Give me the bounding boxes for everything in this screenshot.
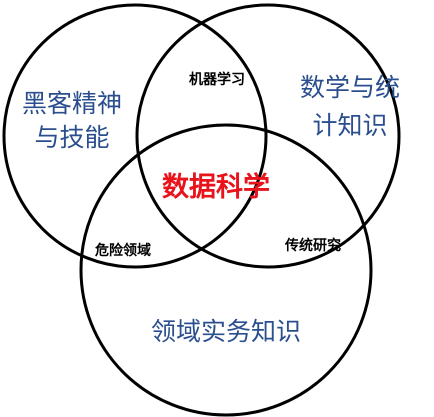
danger-zone-label: 危险领域 — [94, 242, 151, 259]
hacker-skills-label-line1: 黑客精神 — [22, 89, 122, 118]
machine-learning-label: 机器学习 — [189, 71, 245, 88]
domain-expertise-label: 领域实务知识 — [151, 317, 301, 346]
traditional-research-label: 传统研究 — [284, 237, 341, 254]
math-stats-label-line1: 数学与统 — [300, 73, 400, 102]
data-science-label: 数据科学 — [162, 171, 270, 203]
circle-math-stats — [135, 3, 401, 269]
circle-domain-expertise — [79, 123, 373, 417]
hacker-skills-label-line2: 与技能 — [34, 123, 109, 152]
circle-hacker-skills — [2, 3, 268, 269]
math-stats-label-line2: 计知识 — [312, 111, 387, 140]
